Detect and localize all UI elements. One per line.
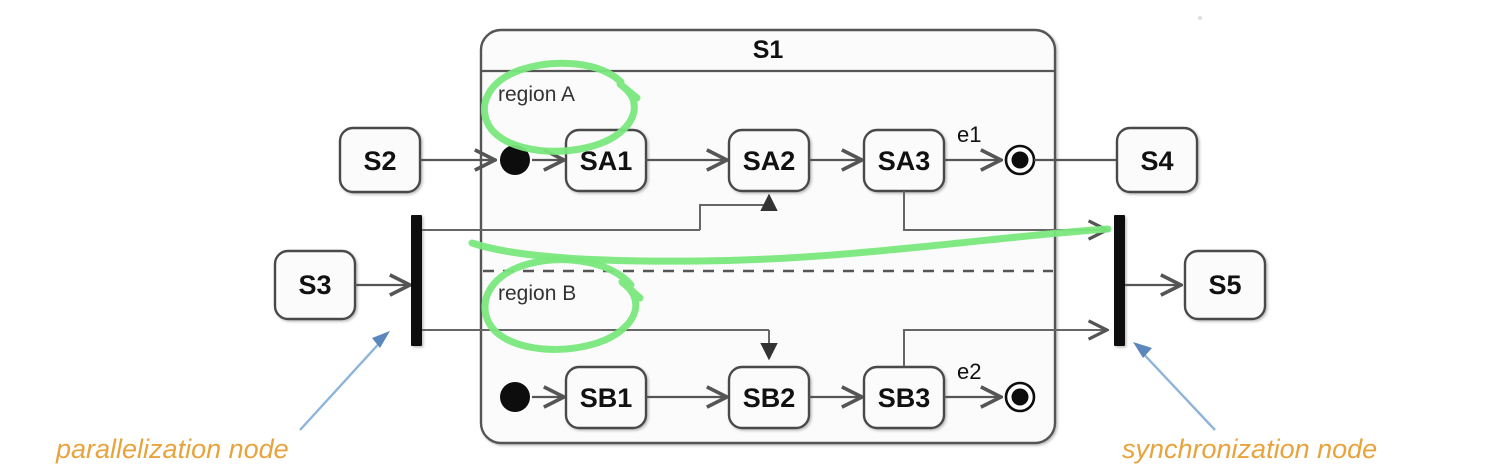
- state-sa3[interactable]: SA3: [862, 128, 946, 193]
- pointer-head-fork: [372, 331, 390, 348]
- state-s3[interactable]: S3: [273, 249, 357, 321]
- state-s2[interactable]: S2: [338, 126, 422, 194]
- state-sa2[interactable]: SA2: [727, 128, 811, 193]
- state-sb3-label: SB3: [878, 383, 931, 413]
- edge-sa3-to-join: [903, 191, 1106, 230]
- final-state-region-a[interactable]: [1004, 144, 1036, 176]
- highlight-stroke-to-join: [468, 225, 1112, 265]
- initial-node-region-a[interactable]: [500, 145, 530, 175]
- highlight-circle-region-b: [481, 256, 644, 353]
- annotation-synchronization-node: synchronization node: [1122, 434, 1377, 464]
- state-sa2-label: SA2: [743, 146, 796, 176]
- parallelization-bar[interactable]: [411, 215, 422, 346]
- pointer-head-join: [1133, 342, 1152, 358]
- state-s4-box[interactable]: [1115, 126, 1199, 194]
- initial-node-region-b[interactable]: [500, 382, 530, 412]
- state-sb1-label: SB1: [580, 383, 633, 413]
- transition-label-e1: e1: [957, 122, 981, 147]
- transition-label-e2: e2: [957, 359, 981, 384]
- pointer-line-join: [1137, 347, 1216, 431]
- parallelization-bar-shape[interactable]: [411, 215, 422, 346]
- annotation-parallelization-node: parallelization node: [55, 434, 289, 464]
- state-sb1[interactable]: SB1: [564, 365, 648, 430]
- state-sb2[interactable]: SB2: [727, 365, 811, 430]
- pointer-to-synchronization-bar: [1133, 342, 1216, 431]
- state-s4-label: S4: [1140, 146, 1173, 176]
- stray-speck: [1198, 16, 1202, 20]
- highlight-annotations: [468, 59, 1112, 353]
- edge-sb3-to-join: [903, 330, 1106, 366]
- state-s3-label: S3: [298, 270, 331, 300]
- highlight-circle-region-a: [480, 59, 641, 155]
- edge-fork-to-sa2: [699, 196, 769, 230]
- state-sb2-label: SB2: [743, 383, 796, 413]
- final-state-region-b[interactable]: [1004, 381, 1036, 413]
- state-sa3-label: SA3: [878, 146, 931, 176]
- state-sa1-label: SA1: [580, 146, 633, 176]
- state-s5-box[interactable]: [1183, 249, 1267, 321]
- state-s5[interactable]: S5: [1183, 249, 1267, 321]
- state-s2-label: S2: [363, 146, 396, 176]
- pointer-line-fork: [299, 336, 386, 431]
- state-s5-label: S5: [1208, 270, 1241, 300]
- state-sb3[interactable]: SB3: [862, 365, 946, 430]
- final-state-region-a-dot: [1011, 151, 1029, 169]
- pointer-to-parallelization-bar: [299, 331, 390, 431]
- initial-node-region-b-dot[interactable]: [500, 382, 530, 412]
- initial-node-region-a-dot[interactable]: [500, 145, 530, 175]
- synchronization-bar-shape[interactable]: [1114, 215, 1125, 346]
- region-a-label: region A: [498, 83, 575, 106]
- region-b-label: region B: [498, 282, 576, 305]
- state-s4[interactable]: S4: [1115, 126, 1199, 194]
- synchronization-bar[interactable]: [1114, 215, 1125, 346]
- composite-state-s1-title: S1: [753, 36, 784, 64]
- final-state-region-b-dot: [1011, 388, 1029, 406]
